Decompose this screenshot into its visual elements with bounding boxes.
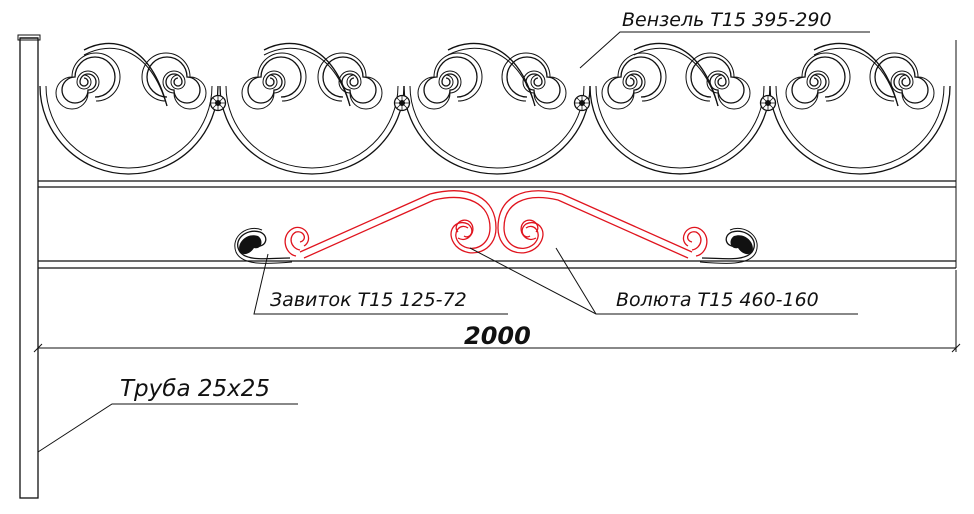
volute-left (284, 190, 497, 259)
monogram-arc (263, 47, 351, 107)
post-pipe (17, 34, 41, 499)
rosette (393, 94, 411, 112)
monogram-row (39, 42, 951, 175)
monogram-spiral (141, 52, 207, 110)
monogram-loop (409, 85, 585, 169)
label-pipe: Труба 25х25 (120, 376, 270, 402)
volute-right (497, 190, 708, 259)
monogram-spiral (55, 52, 121, 110)
leaders (37, 31, 870, 453)
rosette (209, 94, 227, 112)
monogram-loop (403, 85, 591, 175)
label-length: 2000 (464, 322, 531, 350)
rosette (759, 94, 777, 112)
monogram-spiral (417, 52, 483, 110)
monogram-spiral (601, 52, 667, 110)
monogram-arc (83, 47, 168, 107)
monogram-loop (45, 85, 213, 169)
rosettes (209, 94, 777, 112)
monogram-loop (595, 85, 765, 169)
monogram-spiral (869, 52, 935, 110)
curl-left (234, 228, 293, 264)
monogram-spiral (241, 52, 307, 110)
monogram-spiral (785, 52, 851, 110)
dimension-line (33, 270, 961, 353)
monogram-loop (219, 85, 405, 175)
monogram-loop (775, 85, 945, 169)
curl-right (699, 228, 758, 264)
monogram-arc (633, 47, 719, 107)
rails (38, 40, 957, 269)
monogram-loop (39, 85, 219, 175)
label-volute: Волюта Т15 460-160 (616, 289, 819, 311)
monogram-arc (813, 47, 899, 107)
label-curl: Завиток Т15 125-72 (270, 289, 467, 311)
label-monogram: Вензель Т15 395-290 (622, 9, 832, 31)
monogram-loop (225, 85, 399, 169)
monogram-loop (589, 85, 771, 175)
monogram-arc (447, 47, 536, 107)
monogram-loop (769, 85, 951, 175)
rosette (573, 94, 591, 112)
